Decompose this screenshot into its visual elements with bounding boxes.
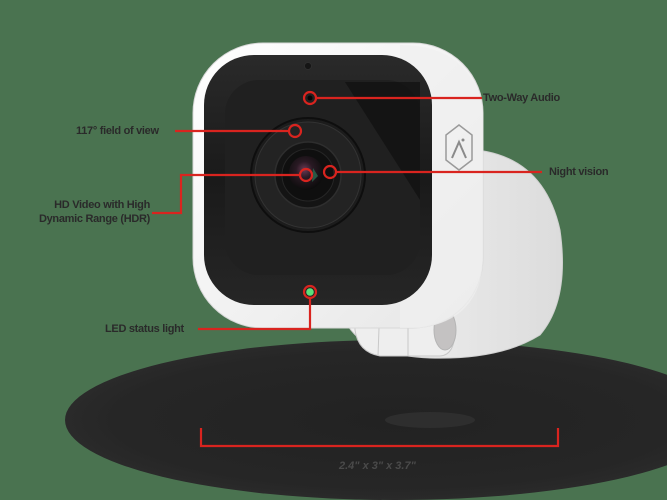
- callout-night-vision: Night vision: [549, 166, 609, 178]
- speaker-hole: [307, 95, 313, 101]
- dimensions-label: 2.4" x 3" x 3.7": [339, 460, 416, 472]
- callout-led-status: LED status light: [105, 323, 184, 335]
- callout-hdr-line1: HD Video with High: [54, 199, 150, 211]
- floor-shadow: [65, 340, 667, 500]
- hexagon-a-logo-icon: [445, 124, 473, 171]
- callout-lines: [152, 90, 560, 448]
- callout-field-of-view: 117° field of view: [76, 125, 159, 137]
- callout-hdr-line2: Dynamic Range (HDR): [38, 213, 150, 225]
- led-status-light: [306, 288, 314, 296]
- callout-hdr-video: HD Video with High Dynamic Range (HDR): [20, 198, 150, 226]
- callout-two-way-audio: Two-Way Audio: [483, 92, 560, 104]
- camera-lens: [289, 156, 323, 190]
- microphone-hole: [304, 62, 312, 70]
